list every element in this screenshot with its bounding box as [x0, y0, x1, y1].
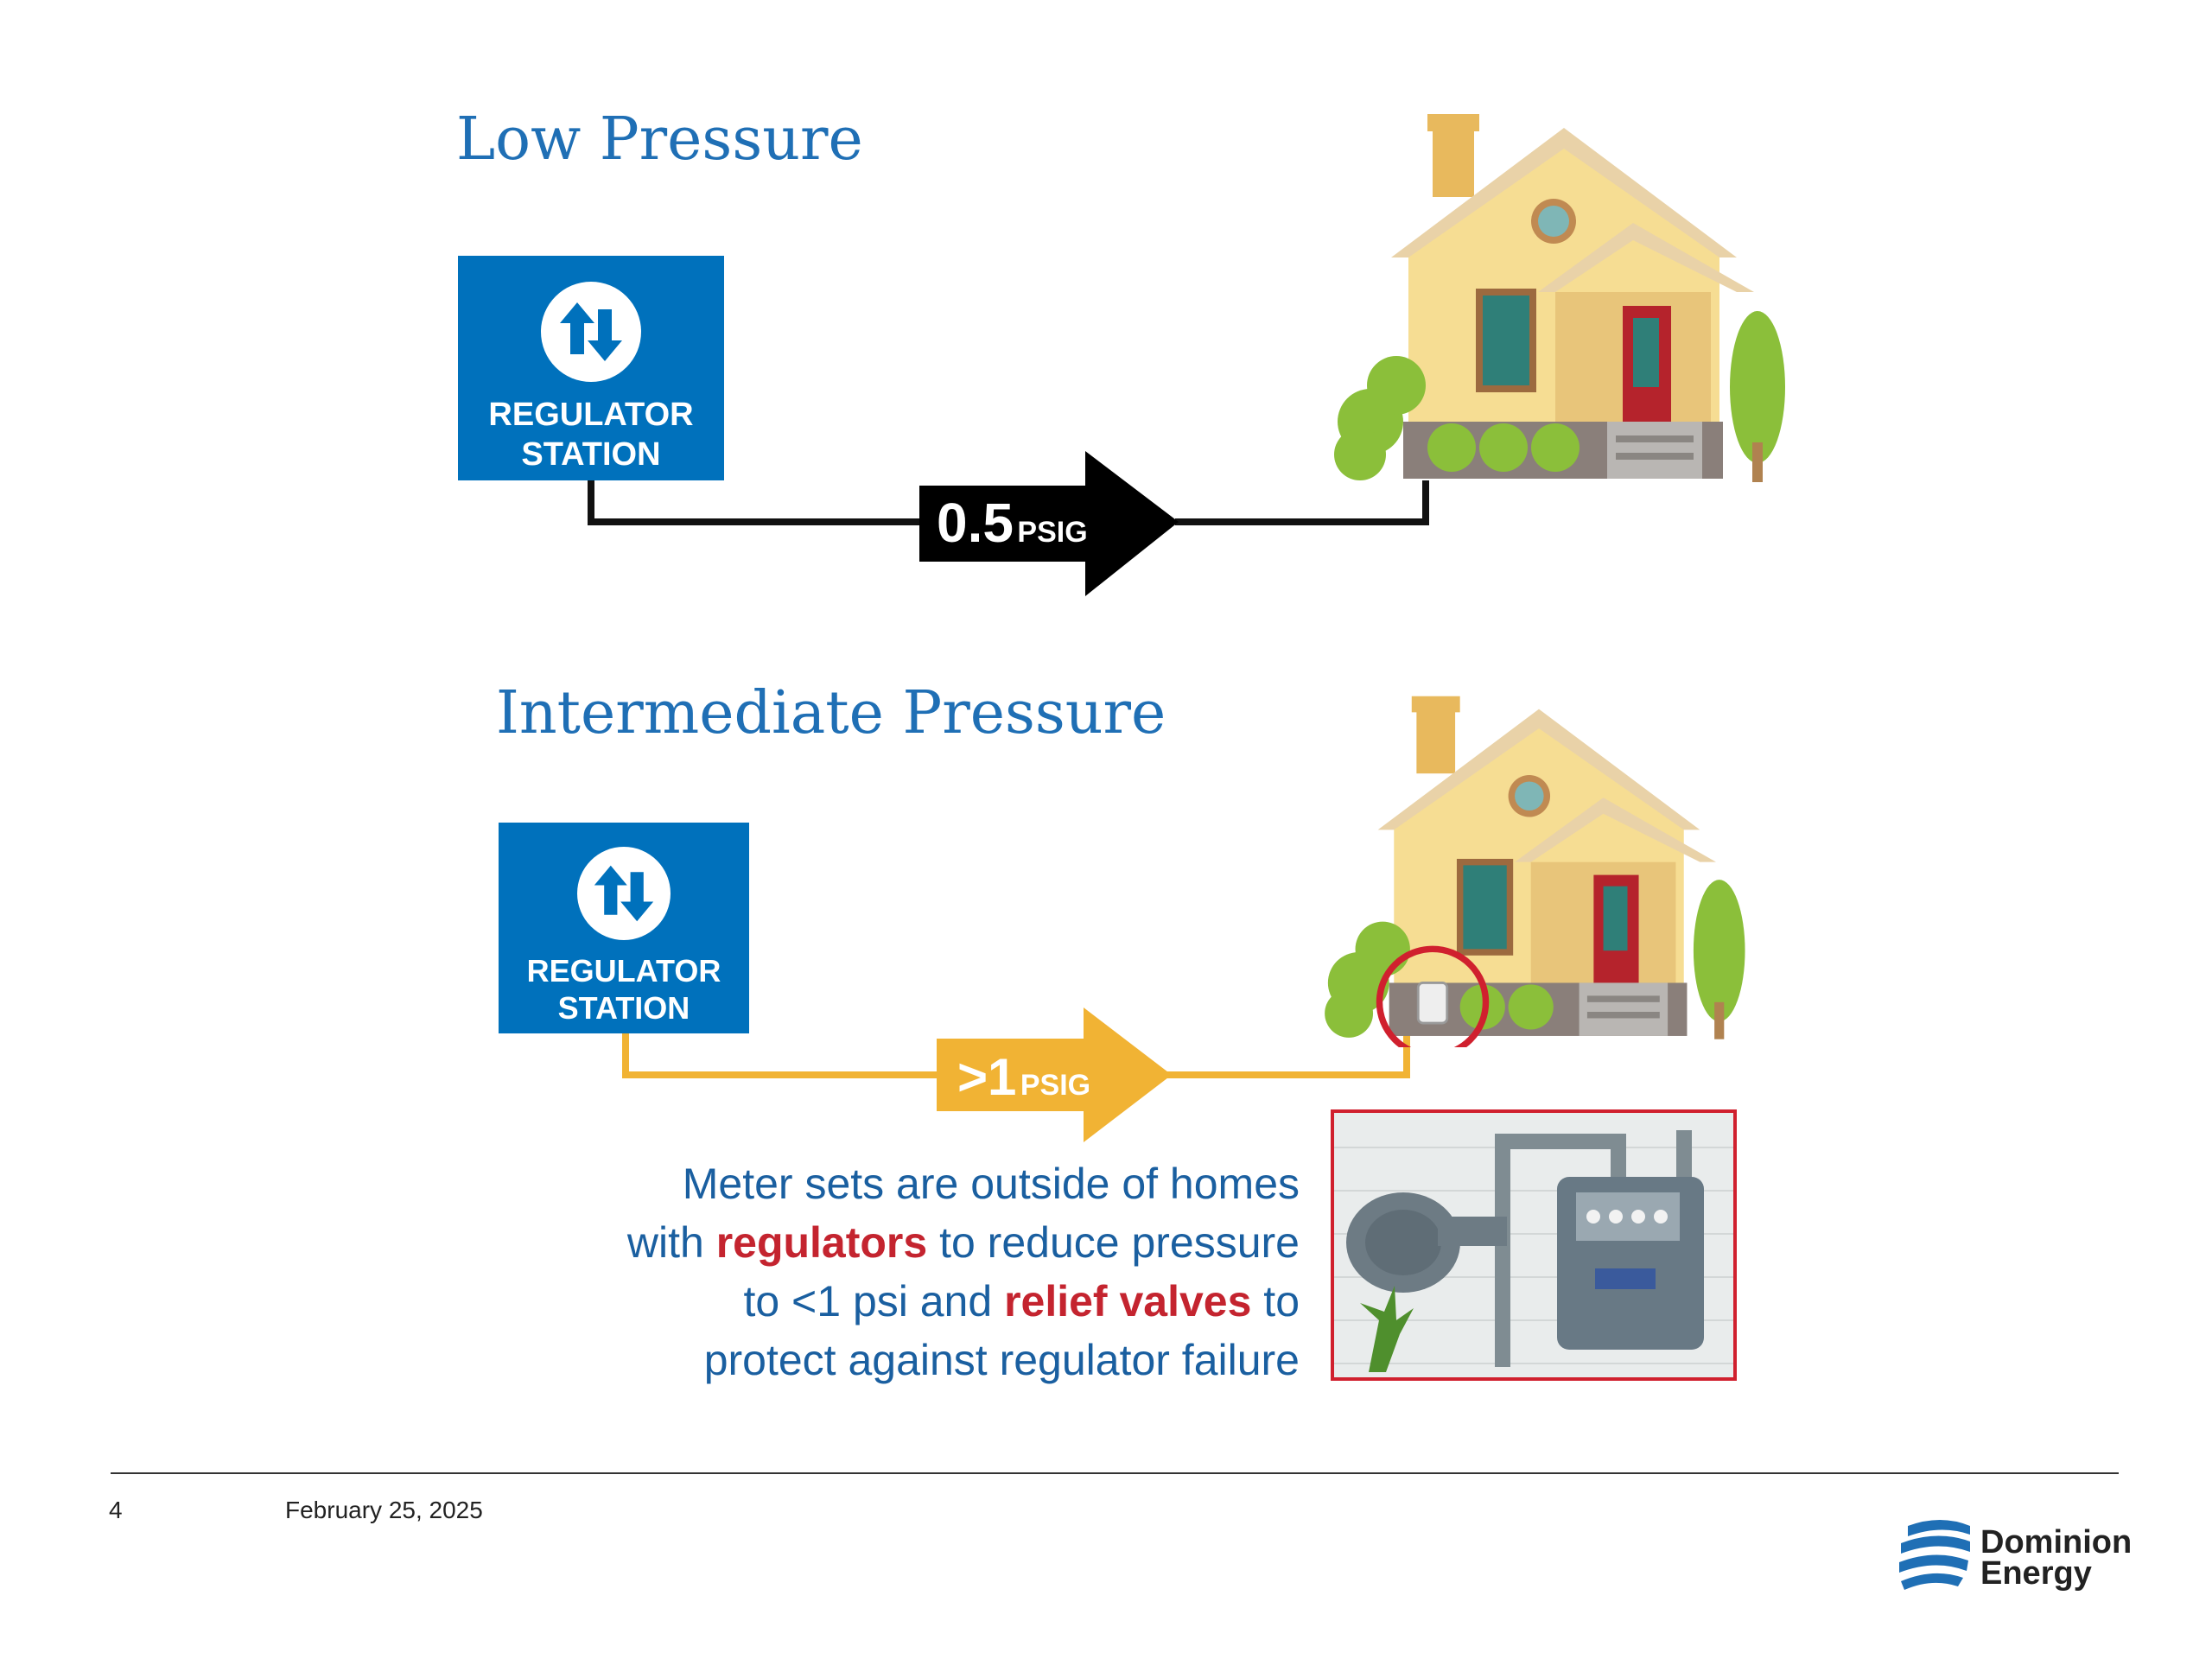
station-line1: REGULATOR [526, 953, 721, 988]
intermediate-regulator-station: REGULATOR STATION [499, 823, 749, 1033]
description-line3: to <1 psi and relief valves to [484, 1272, 1300, 1331]
description-line2-pre: with [626, 1218, 716, 1267]
low-pressure-label: 0.5 PSIG [937, 491, 1088, 555]
intermediate-pressure-unit: PSIG [1020, 1069, 1091, 1102]
low-regulator-station: REGULATOR STATION [458, 256, 724, 480]
description-line3-pre: to <1 psi and [743, 1277, 1005, 1325]
low-pressure-unit: PSIG [1017, 516, 1088, 549]
station-line1: REGULATOR [488, 397, 694, 433]
meter-highlight-circle [1376, 945, 1490, 1047]
dominion-energy-logo: Dominion Energy [1897, 1517, 2148, 1599]
regulator-station-label: REGULATOR STATION [527, 952, 721, 1027]
regulator-arrows-icon [541, 282, 641, 382]
relief-valves-highlight: relief valves [1004, 1277, 1252, 1325]
description-line2: with regulators to reduce pressure [484, 1213, 1300, 1272]
footer-divider [111, 1472, 2119, 1474]
intermediate-pressure-value: >1 [957, 1048, 1017, 1106]
low-pressure-value: 0.5 [937, 492, 1014, 554]
meter-set-photo [1331, 1109, 1737, 1381]
description-line4: protect against regulator failure [703, 1336, 1300, 1384]
low-pressure-arrow [919, 451, 1179, 596]
dominion-energy-logo-icon [1899, 1520, 1970, 1590]
footer-date: February 25, 2025 [285, 1497, 483, 1523]
intermediate-pressure-label: >1 PSIG [957, 1047, 1090, 1107]
logo-line2: Energy [1980, 1555, 2092, 1592]
intermediate-pressure-arrow [937, 1007, 1172, 1142]
house-icon [1334, 114, 1785, 482]
description-line2-post: to reduce pressure [927, 1218, 1300, 1267]
station-line2: STATION [557, 990, 690, 1027]
logo-line1: Dominion [1980, 1524, 2133, 1560]
regulators-highlight: regulators [715, 1218, 928, 1267]
intermediate-pressure-title: Intermediate Pressure [496, 679, 1166, 747]
station-line2: STATION [521, 435, 661, 473]
regulator-arrows-icon [577, 847, 671, 940]
page-number: 4 [109, 1497, 123, 1523]
logo-wordmark: Dominion Energy [1980, 1524, 2133, 1592]
house-with-meter-icon [1325, 696, 1745, 1047]
description-line3-post: to [1251, 1277, 1300, 1325]
low-pressure-title: Low Pressure [456, 105, 863, 174]
meter-description: Meter sets are outside of homes with reg… [484, 1154, 1300, 1389]
description-line1: Meter sets are outside of homes [682, 1160, 1300, 1208]
regulator-station-label: REGULATOR STATION [488, 396, 693, 474]
